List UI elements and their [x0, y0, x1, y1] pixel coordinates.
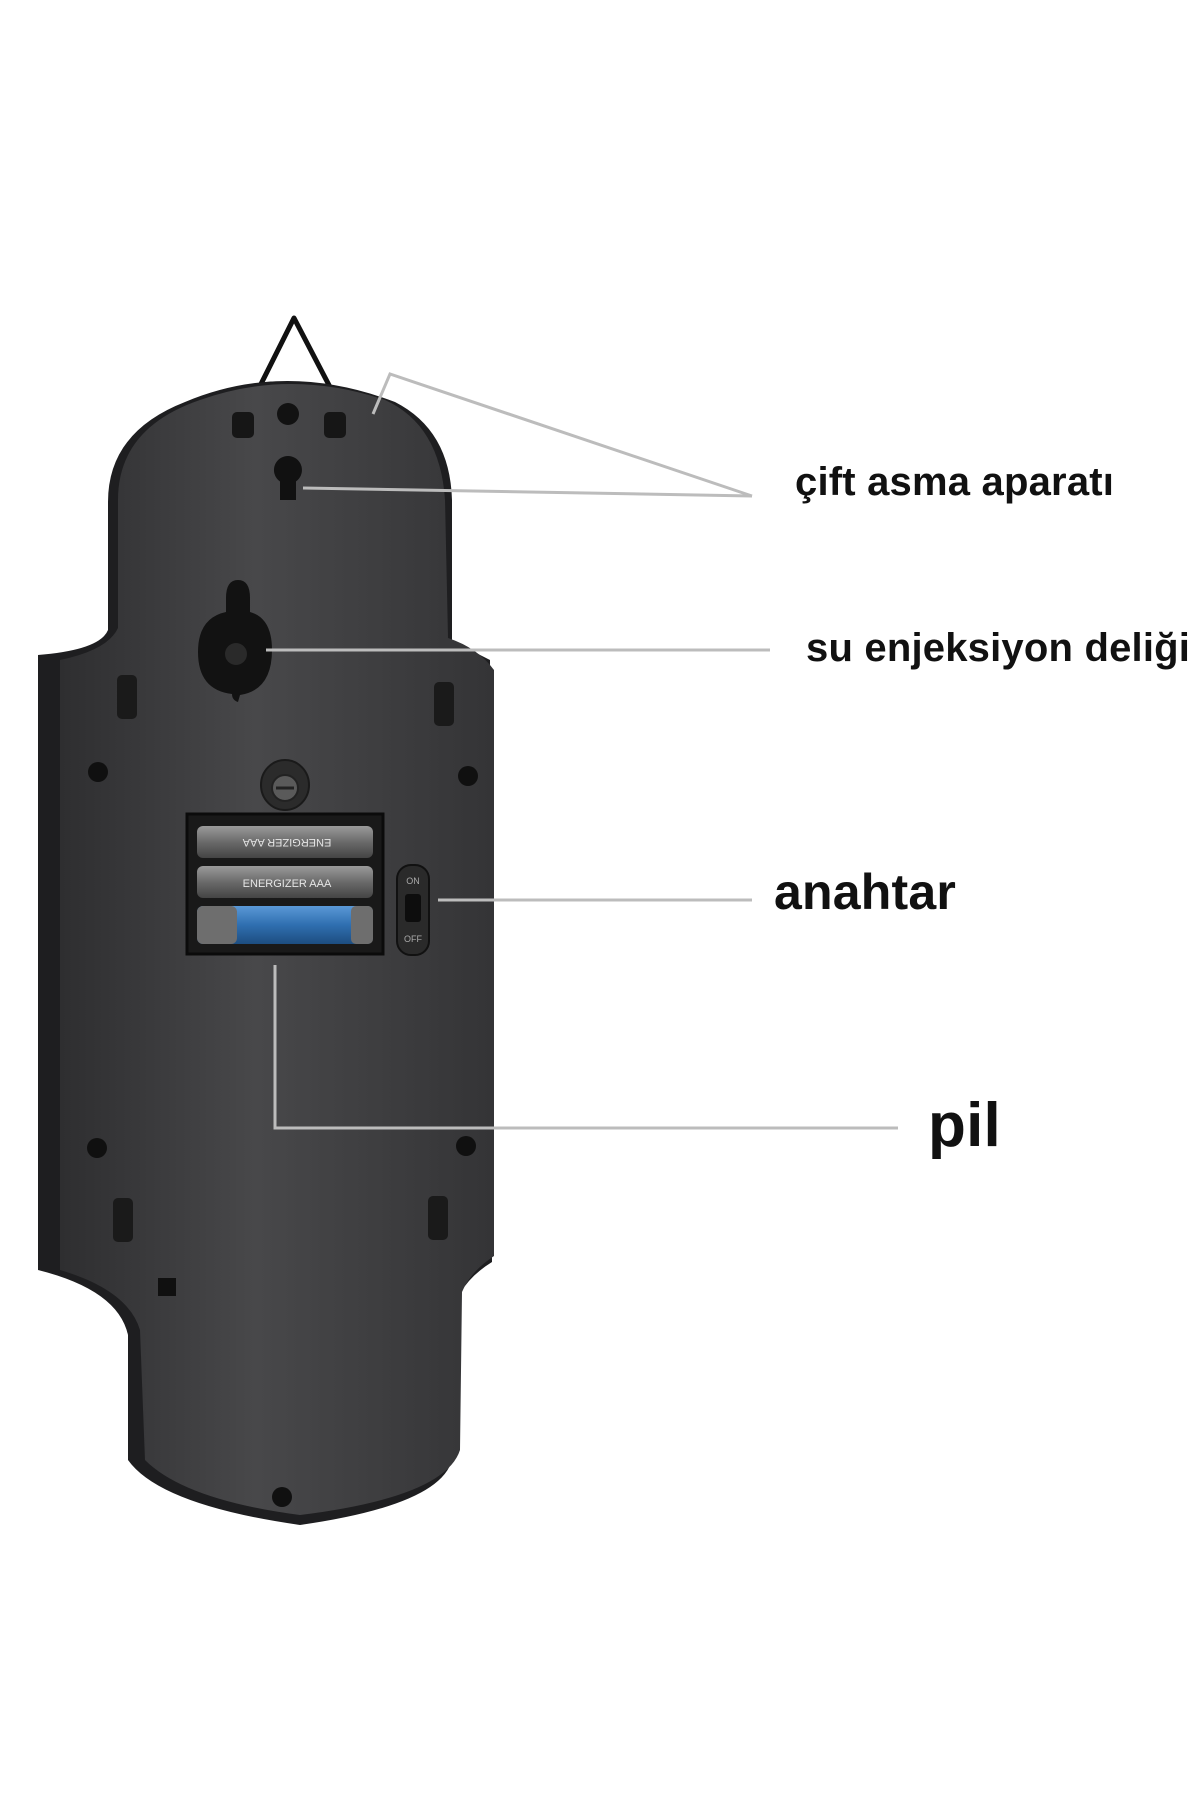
hook-clip-right: [324, 412, 346, 438]
hanging-wire: [244, 315, 346, 414]
battery-cell-2: ENERGIZER AAA: [197, 866, 373, 898]
switch-label-on: ON: [406, 876, 420, 886]
callout-line-battery: [273, 965, 898, 1130]
callout-label-battery: pil: [928, 1091, 1001, 1160]
screw-hole: [88, 762, 108, 782]
bottom-hole: [272, 1487, 292, 1507]
hook-clip-left: [232, 412, 254, 438]
screw-hole: [87, 1138, 107, 1158]
callout-label-water-hole: su enjeksiyon deliği: [806, 626, 1191, 670]
callout-line-hanging-lower: [302, 486, 753, 498]
top-hole: [277, 403, 299, 425]
slot-right-top: [434, 682, 454, 726]
keyhole-top: [273, 456, 302, 500]
callout-line-hanging-upper: [371, 372, 753, 498]
slot-right-bottom: [428, 1196, 448, 1240]
callout-lines: [266, 372, 898, 1130]
screw-hole: [458, 766, 478, 786]
water-injection-hole: [198, 580, 272, 702]
slot-left-bottom: [113, 1198, 133, 1242]
callout-label-hanging: çift asma aparatı: [795, 460, 1115, 504]
screw-hole: [456, 1136, 476, 1156]
callout-label-switch: anahtar: [774, 864, 957, 920]
switch-label-off: OFF: [404, 934, 422, 944]
battery-cell-1-label: ENERGIZER AAA: [242, 836, 331, 848]
battery-cell-2-label: ENERGIZER AAA: [243, 878, 332, 890]
battery-cell-3: [197, 906, 373, 944]
battery-cell-1: ENERGIZER AAA: [197, 826, 373, 858]
square-hole: [158, 1278, 176, 1296]
slot-left-top: [117, 675, 137, 719]
switch-knob: [405, 894, 421, 922]
